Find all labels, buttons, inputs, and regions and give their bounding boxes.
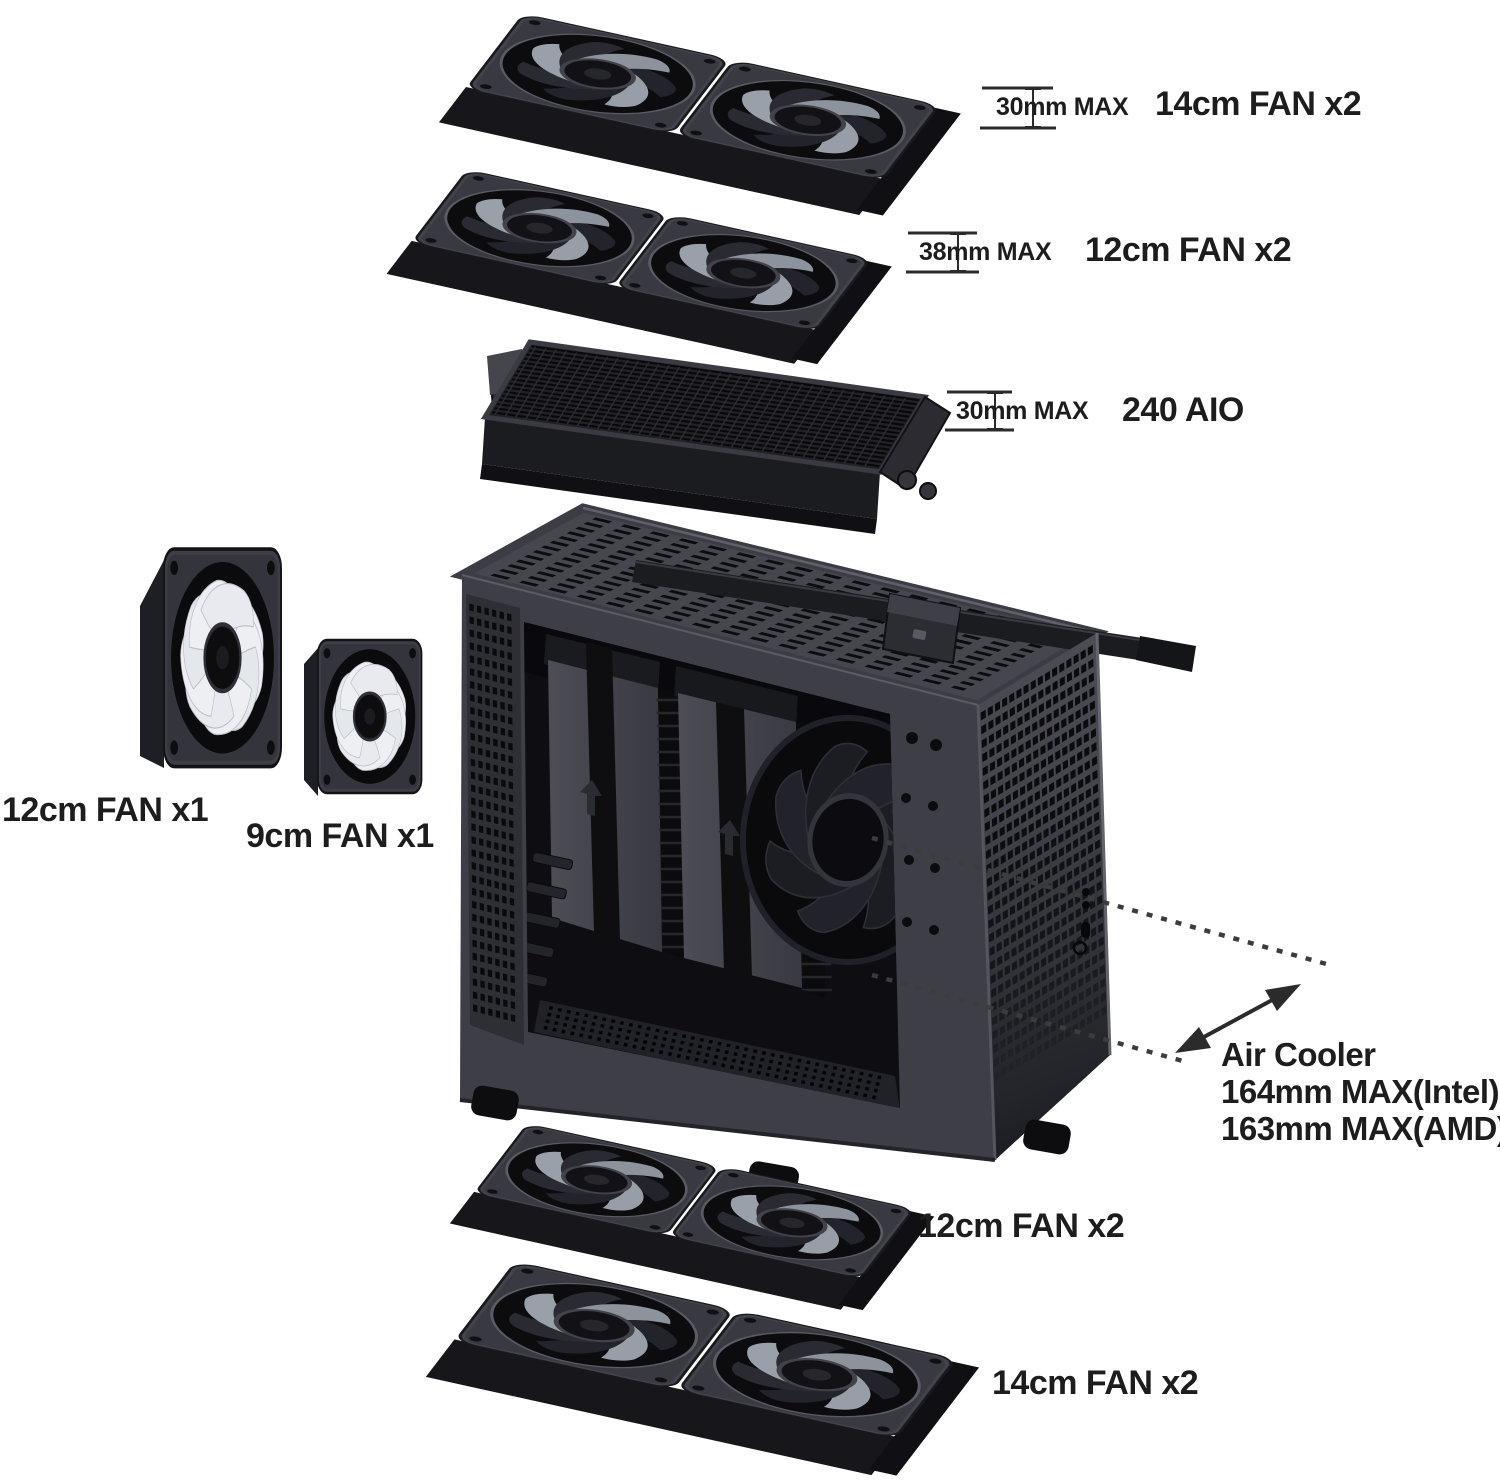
case-handle <box>632 560 1196 672</box>
frame-screw-holes <box>901 732 942 935</box>
aio-name-label: 240 AIO <box>1122 391 1244 429</box>
240-aio-radiator-graphic <box>480 339 952 534</box>
air-cooler-lower-dotted-line <box>871 972 1191 1066</box>
bottom-14cm-fans-label: 14cm FAN x2 <box>992 1364 1199 1402</box>
top-14cm-fan-pair-graphic <box>438 14 961 216</box>
air-cooler-double-arrow <box>1175 984 1301 1053</box>
dim-bracket-top-fans <box>980 86 1056 130</box>
side-9cm-fan-label: 9cm FAN x1 <box>246 817 434 855</box>
side-12cm-fan-label: 12cm FAN x1 <box>2 791 209 829</box>
power-button <box>1072 940 1088 956</box>
air-cooler-callout: Air Cooler 164mm MAX(Intel) 163mm MAX(AM… <box>1221 1036 1500 1147</box>
aio-clearance-label: 30mm MAX <box>956 397 1089 425</box>
case-interior <box>524 622 900 1108</box>
middle-12cm-fan-pair-graphic <box>386 170 892 365</box>
interior-exhaust-fan <box>740 715 900 965</box>
pci-slots <box>524 852 574 988</box>
side-9cm-fan-graphic <box>304 640 422 796</box>
air-cooler-upper-dotted-line <box>871 835 1331 968</box>
bottom-14cm-fan-pair-graphic <box>425 1262 980 1476</box>
top-fans-clearance-label: 30mm MAX <box>996 93 1129 121</box>
air-cooler-intel-line: 164mm MAX(Intel) <box>1221 1073 1500 1110</box>
front-led-dot <box>1082 901 1090 909</box>
dim-bracket-middle-fans <box>906 231 979 274</box>
top-fans-name-label: 14cm FAN x2 <box>1155 85 1362 123</box>
bottom-12cm-fan-pair-graphic <box>449 1124 935 1311</box>
front-led-dot <box>1082 888 1090 896</box>
case-graphic <box>449 503 1196 1199</box>
middle-fans-clearance-label: 38mm MAX <box>919 238 1052 266</box>
front-usb-port <box>1081 922 1090 938</box>
dim-bracket-aio <box>945 390 1014 432</box>
annotation-lines <box>871 835 1331 1066</box>
air-cooler-amd-line: 163mm MAX(AMD) <box>1221 1110 1500 1147</box>
air-cooler-title: Air Cooler <box>1221 1036 1376 1073</box>
bottom-12cm-fans-label: 12cm FAN x2 <box>918 1207 1125 1245</box>
middle-fans-name-label: 12cm FAN x2 <box>1085 231 1292 269</box>
side-12cm-fan-graphic <box>140 549 281 768</box>
